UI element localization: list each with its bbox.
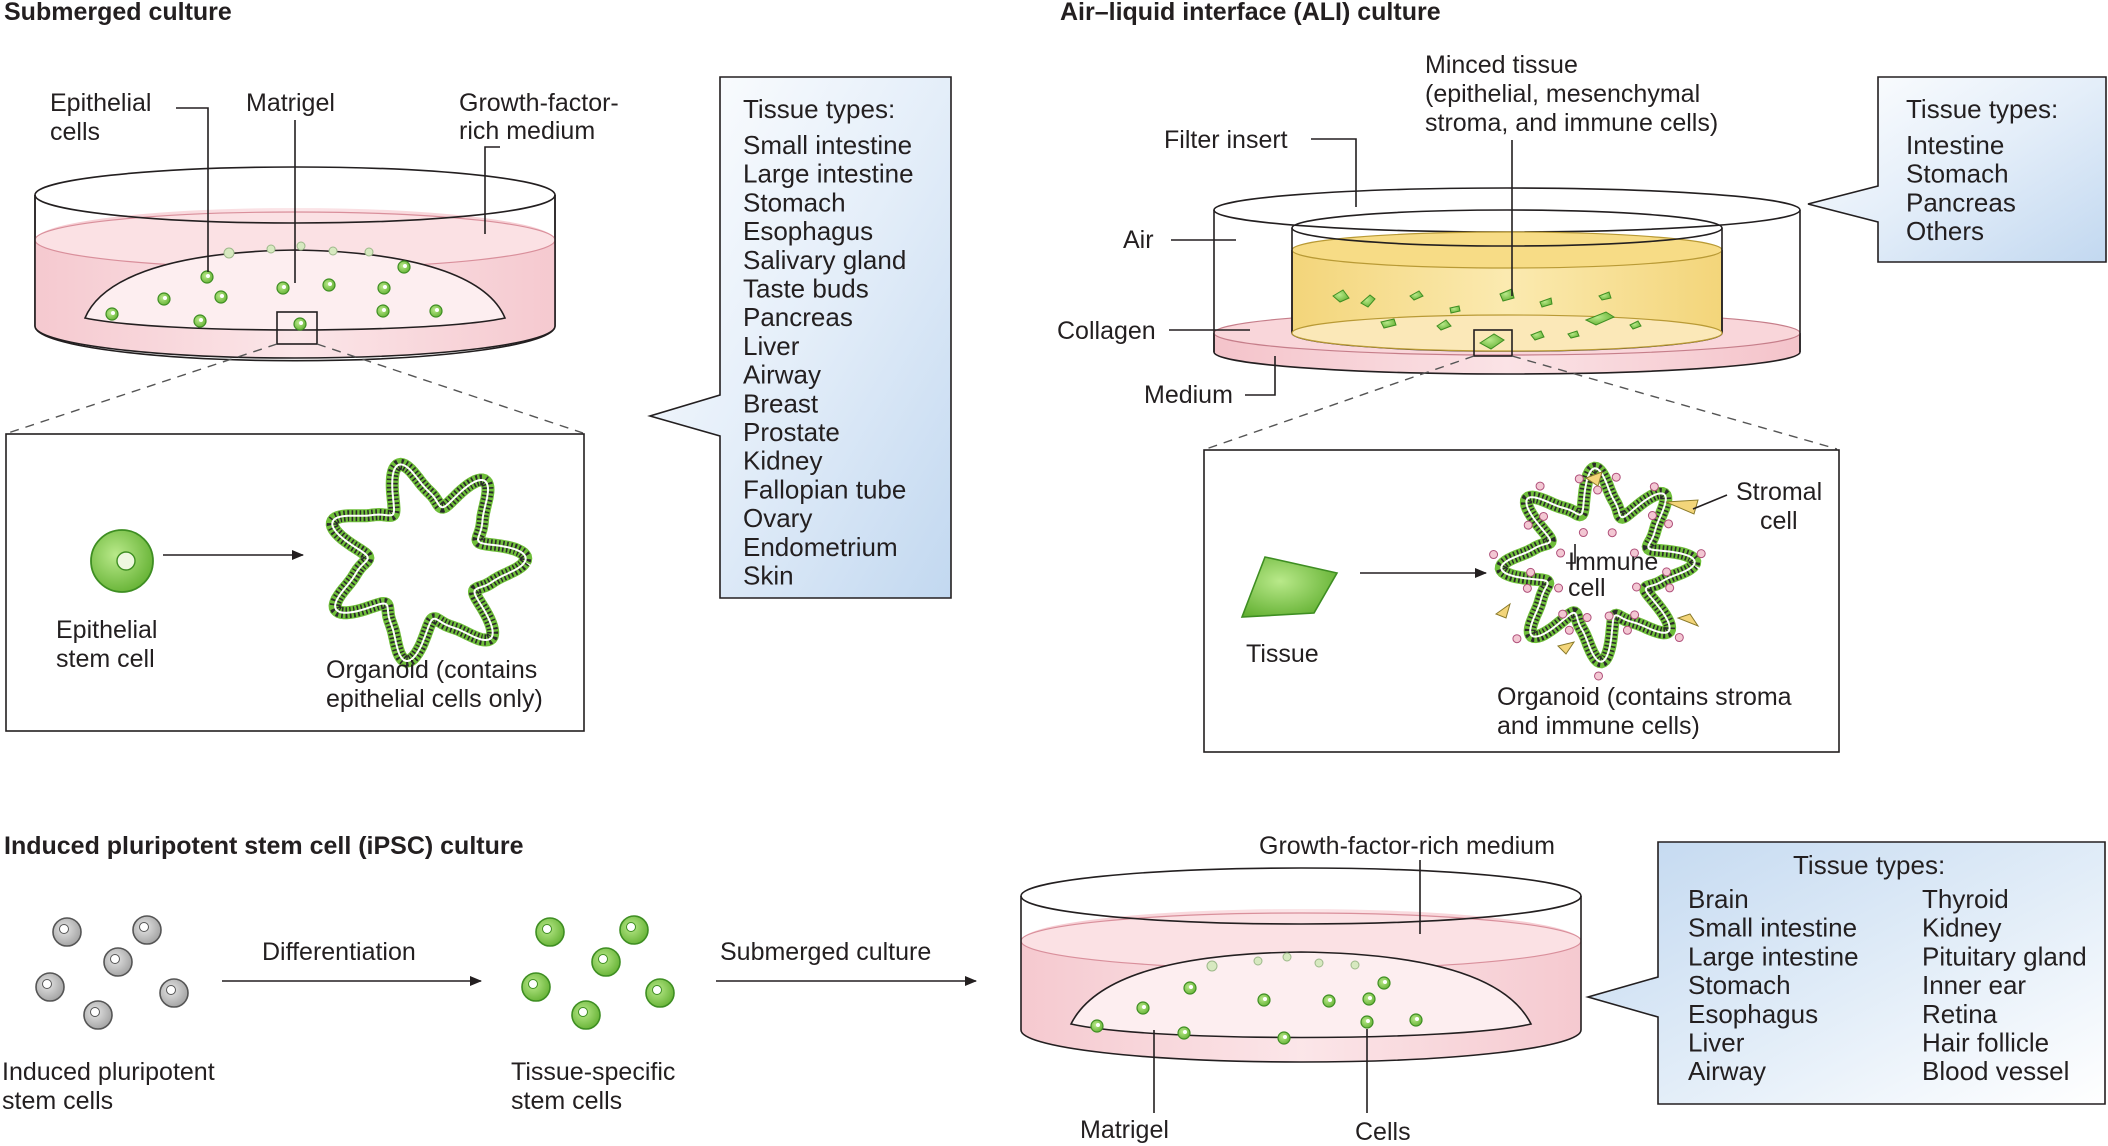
label-organoid-2: epithelial cells only) xyxy=(326,685,543,713)
zoom-box xyxy=(276,311,318,345)
tissue-specific-cells xyxy=(521,915,675,1030)
ipsc-dish xyxy=(1020,867,1582,1063)
label-submerged-culture: Submerged culture xyxy=(720,938,931,966)
organoid-stroma-immune xyxy=(1489,461,1706,681)
submerged-tissue-header: Tissue types: xyxy=(743,94,895,124)
label-filter-insert: Filter insert xyxy=(1164,126,1288,154)
label-stem-cell-1: Epithelial xyxy=(56,616,157,644)
label-specific-2: stem cells xyxy=(511,1087,622,1115)
tissue-type-item: Prostate xyxy=(743,417,840,447)
label-collagen: Collagen xyxy=(1057,317,1156,345)
tissue-type-item: Pancreas xyxy=(743,302,853,332)
label-epithelial-cells-1: Epithelial xyxy=(50,89,151,117)
label-matrigel: Matrigel xyxy=(246,89,335,117)
tissue-type-item: Skin xyxy=(743,561,794,591)
label-differentiation: Differentiation xyxy=(262,938,416,966)
tissue-type-item: Esophagus xyxy=(743,216,873,246)
tissue-type-item: Thyroid xyxy=(1922,884,2009,914)
tissue-type-item: Brain xyxy=(1688,884,1749,914)
tissue-type-item: Large intestine xyxy=(1688,941,1859,971)
tissue-type-item: Stomach xyxy=(743,187,846,217)
tissue-type-item: Intestine xyxy=(1906,130,2004,160)
tissue-type-item: Ovary xyxy=(743,503,812,533)
label-minced-3: stroma, and immune cells) xyxy=(1425,109,1718,137)
label-ipsc-matrigel: Matrigel xyxy=(1080,1116,1169,1144)
tissue-type-item: Taste buds xyxy=(743,274,869,304)
tissue-type-item: Retina xyxy=(1922,999,1998,1029)
tissue-type-item: Airway xyxy=(743,360,821,390)
label-specific-1: Tissue-specific xyxy=(511,1058,675,1086)
tissue-type-item: Endometrium xyxy=(743,532,898,562)
ipsc-title: Induced pluripotent stem cell (iPSC) cul… xyxy=(4,832,524,860)
ali-dish xyxy=(1213,187,1801,375)
tissue-type-item: Stomach xyxy=(1906,159,2009,189)
tissue-type-item: Esophagus xyxy=(1688,999,1818,1029)
tissue-type-item: Airway xyxy=(1688,1056,1766,1086)
label-ipsc-2: stem cells xyxy=(2,1087,113,1115)
label-ipsc-medium: Growth-factor-rich medium xyxy=(1259,832,1555,860)
label-stromal-1: Stromal xyxy=(1736,478,1822,506)
tissue-type-item: Pituitary gland xyxy=(1922,941,2087,971)
tissue-type-item: Hair follicle xyxy=(1922,1028,2049,1058)
label-tissue: Tissue xyxy=(1246,640,1319,668)
label-epithelial-cells-2: cells xyxy=(50,118,100,146)
label-minced-2: (epithelial, mesenchymal xyxy=(1425,80,1700,108)
ipsc-tissue-header: Tissue types: xyxy=(1793,850,1945,880)
tissue-type-item: Kidney xyxy=(1922,913,2002,943)
tissue-type-item: Small intestine xyxy=(743,130,912,160)
tissue-type-item: Kidney xyxy=(743,446,823,476)
ali-tissue-callout xyxy=(1807,76,2107,263)
ipsc-dish-cells xyxy=(1090,952,1423,1045)
tissue-type-item: Large intestine xyxy=(743,159,914,189)
submerged-tissue-callout xyxy=(647,76,952,599)
organoid-epithelial xyxy=(325,457,533,668)
label-organoid-1: Organoid (contains xyxy=(326,656,537,684)
label-stromal-2: cell xyxy=(1760,507,1798,535)
ali-zoom-box xyxy=(1473,329,1513,357)
tissue-type-item: Stomach xyxy=(1688,970,1791,1000)
tissue-fragment xyxy=(1240,556,1339,618)
ali-title: Air–liquid interface (ALI) culture xyxy=(1060,0,1441,26)
ali-tissue-header: Tissue types: xyxy=(1906,94,2058,124)
ipsc-tissue-callout xyxy=(1585,841,2106,1105)
tissue-type-item: Liver xyxy=(743,331,800,361)
tissue-type-item: Others xyxy=(1906,216,1984,246)
tissue-type-item: Blood vessel xyxy=(1922,1056,2069,1086)
label-ipsc-cells: Cells xyxy=(1355,1118,1411,1146)
ali-section: Air–liquid interface (ALI) culture xyxy=(1057,0,2107,753)
label-ipsc-1: Induced pluripotent xyxy=(2,1058,215,1086)
submerged-title: Submerged culture xyxy=(4,0,232,26)
tissue-type-item: Liver xyxy=(1688,1028,1745,1058)
tissue-type-item: Fallopian tube xyxy=(743,474,906,504)
tissue-type-item: Breast xyxy=(743,388,819,418)
ipsc-cells xyxy=(35,915,189,1030)
dish-cells xyxy=(105,241,443,331)
label-medium: Medium xyxy=(1144,381,1233,409)
tissue-type-item: Small intestine xyxy=(1688,913,1857,943)
submerged-section: Submerged culture xyxy=(4,0,952,732)
label-immune-2: cell xyxy=(1568,574,1606,602)
label-immune-1: Immune xyxy=(1568,548,1658,576)
label-air: Air xyxy=(1123,226,1154,254)
tissue-type-item: Pancreas xyxy=(1906,187,2016,217)
label-ali-organoid-2: and immune cells) xyxy=(1497,712,1700,740)
minced-fragments xyxy=(1332,288,1642,350)
tissue-type-item: Salivary gland xyxy=(743,245,906,275)
label-medium-2: rich medium xyxy=(459,117,595,145)
label-medium-1: Growth-factor- xyxy=(459,89,619,117)
label-minced-1: Minced tissue xyxy=(1425,51,1578,79)
ipsc-section: Induced pluripotent stem cell (iPSC) cul… xyxy=(2,832,2106,1146)
tissue-type-item: Inner ear xyxy=(1922,970,2026,1000)
label-stem-cell-2: stem cell xyxy=(56,645,155,673)
label-ali-organoid-1: Organoid (contains stroma xyxy=(1497,683,1792,711)
